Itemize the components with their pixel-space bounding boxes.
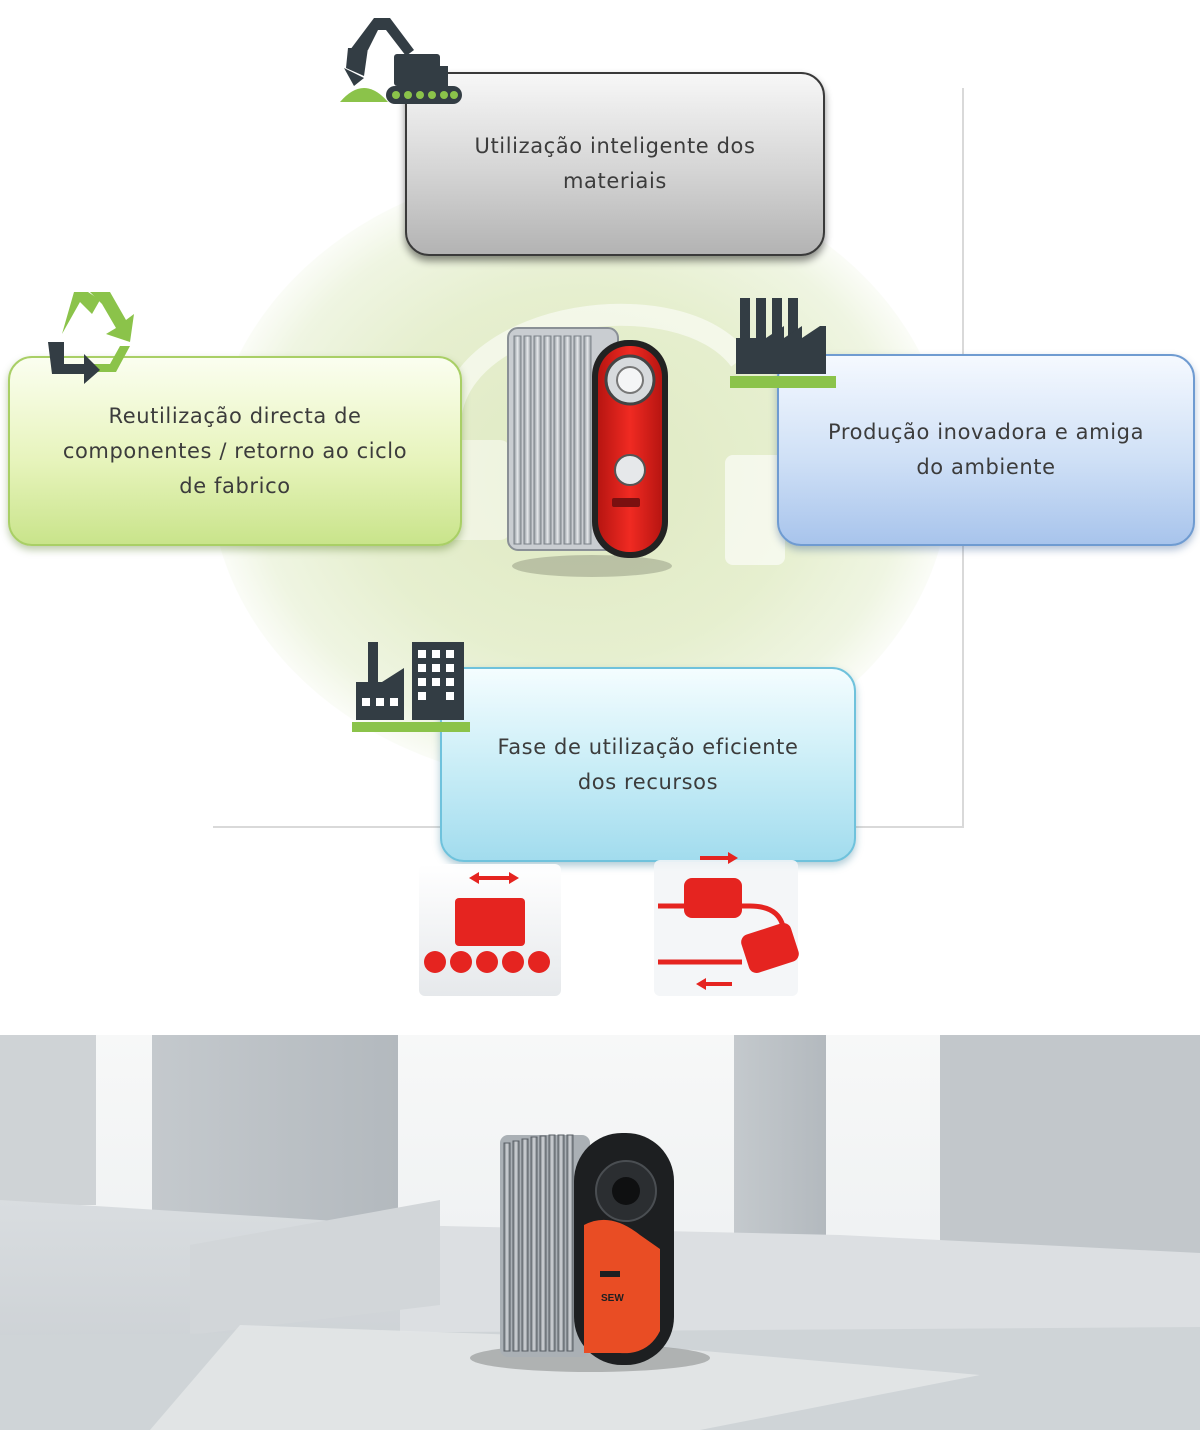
factory-icon — [730, 298, 836, 388]
recycle-icon — [48, 292, 134, 384]
city-factory-icon — [352, 642, 470, 732]
reuse-box: Reutilização directa de componentes / re… — [8, 356, 462, 546]
production-box: Produção inovadora e amiga do ambiente — [777, 354, 1195, 546]
photo-scene — [0, 1035, 1200, 1430]
brand-label: SEW — [601, 1293, 624, 1304]
materials-box: Utilização inteligente dos materiais — [405, 72, 825, 256]
transport-loop-icon — [654, 852, 799, 996]
production-label: Produção inovadora e amiga do ambiente — [827, 420, 1145, 479]
usage-label: Fase de utilização eficiente dos recurso… — [497, 734, 799, 794]
conveyor-icon — [419, 864, 561, 996]
drive-device-icon — [507, 327, 672, 577]
background-ghost-shapes — [439, 303, 785, 565]
excavator-icon — [340, 18, 462, 104]
materials-label: Utilização inteligente dos materiais — [474, 134, 756, 193]
product-photo: SEW — [0, 1035, 1200, 1430]
usage-box: Fase de utilização eficiente dos recurso… — [440, 667, 856, 862]
sustainability-diagram: Utilização inteligente dos materiais Reu… — [8, 18, 1195, 996]
reuse-label: Reutilização directa de componentes / re… — [62, 403, 408, 498]
